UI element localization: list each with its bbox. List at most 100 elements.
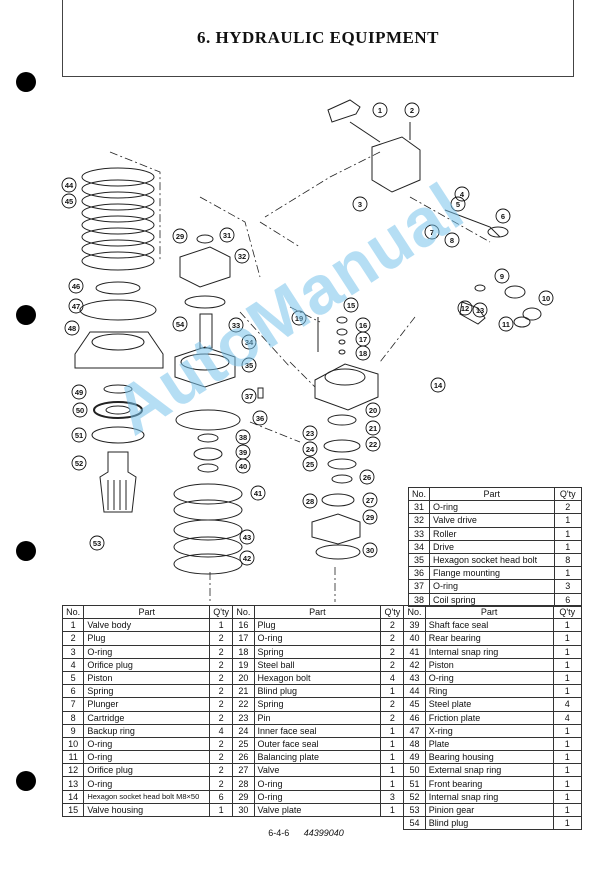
callout-number: 7 [430, 228, 434, 237]
document-number: 44399040 [303, 828, 344, 838]
callout-number: 15 [347, 301, 355, 310]
part-quantity: 2 [209, 657, 234, 672]
part-number: 54 [403, 815, 426, 831]
part-quantity: 2 [209, 776, 234, 791]
part-quantity: 1 [209, 802, 234, 818]
callout-number: 25 [306, 460, 314, 469]
part-quantity: 2 [553, 500, 583, 515]
callout-number: 24 [306, 445, 315, 454]
part-number: 2 [61, 631, 85, 646]
part-quantity: 4 [380, 670, 405, 686]
callout-number: 22 [369, 440, 377, 449]
part-name: O-ring [83, 736, 211, 752]
part-name: O-ring [253, 631, 382, 646]
part-number: 19 [232, 657, 255, 672]
part-quantity: 1 [552, 657, 583, 672]
callout-number: 51 [75, 431, 83, 440]
part-name: Flange mounting [429, 566, 555, 581]
part-number: 15 [61, 802, 85, 818]
part-name: Front bearing [424, 776, 554, 791]
part-quantity: 1 [552, 750, 583, 765]
callout-number: 43 [243, 533, 251, 542]
part-name: Rear bearing [424, 631, 554, 646]
callout-number: 28 [306, 497, 314, 506]
part-number: 49 [403, 750, 426, 765]
part-number: 11 [61, 750, 85, 765]
callout-number: 13 [476, 306, 484, 315]
part-number: 16 [232, 618, 255, 633]
part-number: 3 [61, 644, 85, 659]
part-name: Pinion gear [424, 802, 554, 818]
part-quantity: 1 [552, 802, 583, 818]
part-name: Internal snap ring [424, 644, 554, 659]
part-quantity: 2 [209, 736, 234, 752]
callout-number: 2 [410, 106, 414, 115]
callout-number: 3 [358, 200, 362, 209]
callout-number: 53 [93, 539, 101, 548]
part-number: 34 [407, 539, 431, 554]
part-name: Inner face seal [253, 723, 382, 738]
col-no: No. [403, 604, 426, 620]
callout-number: 32 [238, 252, 246, 261]
callout-number: 8 [450, 236, 454, 245]
col-part: Part [429, 486, 555, 502]
col-qty: Q'ty [552, 604, 583, 620]
callout-number: 31 [223, 231, 231, 240]
part-name: Pin [253, 710, 382, 725]
part-name: Orifice plug [83, 763, 211, 778]
callout-number: 36 [256, 414, 264, 423]
callout-number: 23 [306, 429, 314, 438]
part-quantity: 3 [380, 789, 405, 804]
part-name: External snap ring [424, 763, 554, 778]
part-name: Piston [83, 670, 211, 686]
callout-number: 27 [366, 496, 374, 505]
part-quantity: 2 [209, 710, 234, 725]
part-number: 31 [407, 500, 431, 515]
part-name: Blind plug [424, 815, 554, 831]
part-quantity: 1 [552, 644, 583, 659]
part-number: 13 [61, 776, 85, 791]
part-name: Blind plug [253, 684, 382, 699]
bearing-housing-shape [74, 331, 164, 369]
callout-number: 35 [245, 361, 253, 370]
part-name: Steel plate [424, 697, 554, 712]
part-number: 48 [403, 736, 426, 752]
part-number: 14 [61, 789, 85, 804]
part-number: 29 [232, 789, 255, 804]
callout-number: 16 [359, 321, 367, 330]
callout-number: 38 [239, 433, 247, 442]
part-quantity: 1 [209, 618, 234, 633]
callout-number: 33 [232, 321, 240, 330]
part-number: 18 [232, 644, 255, 659]
part-quantity: 1 [552, 723, 583, 738]
table-header-row: No. Part Q'ty [407, 486, 583, 502]
callout-number: 1 [378, 106, 382, 115]
callout-number: 39 [239, 448, 247, 457]
part-quantity: 4 [552, 697, 583, 712]
part-quantity: 1 [552, 618, 583, 633]
col-part: Part [83, 604, 211, 620]
part-number: 12 [61, 763, 85, 778]
part-number: 30 [232, 802, 255, 818]
part-name: Plug [83, 631, 211, 646]
part-name: O-ring [253, 776, 382, 791]
callout-number: 41 [254, 489, 262, 498]
part-quantity: 1 [552, 684, 583, 699]
part-name: Balancing plate [253, 750, 382, 765]
col-qty: Q'ty [553, 486, 583, 502]
part-number: 33 [407, 526, 431, 541]
part-number: 39 [403, 618, 426, 633]
part-name: Hexagon socket head bolt M8×50 [83, 789, 211, 804]
part-name: Hexagon socket head bolt [429, 552, 555, 568]
page-title: 6. HYDRAULIC EQUIPMENT [197, 28, 439, 47]
part-name: Bearing housing [424, 750, 554, 765]
part-quantity: 1 [380, 736, 405, 752]
